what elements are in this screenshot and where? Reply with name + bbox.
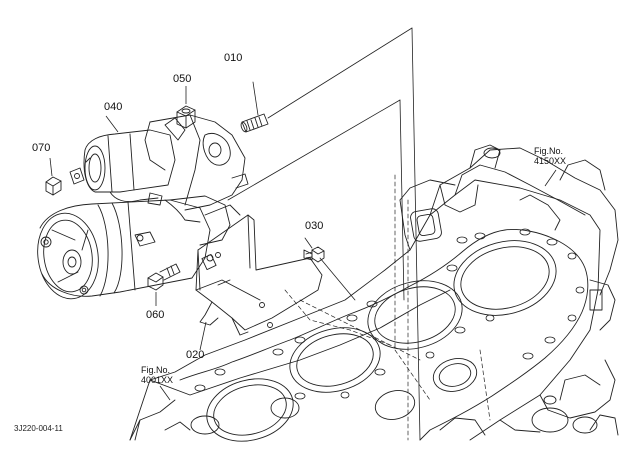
callout-060[interactable]: 060 (146, 309, 165, 321)
fig-ref-4150xx[interactable]: Fig.No. 4150XX (534, 146, 566, 166)
callout-070[interactable]: 070 (32, 142, 51, 154)
nut-050 (176, 105, 196, 129)
callout-030[interactable]: 030 (305, 220, 324, 232)
stud-bolt-010 (240, 113, 269, 133)
fig-ref-4001xx[interactable]: Fig.No. 4001XX (141, 365, 173, 385)
label-leaders (49, 86, 557, 401)
bolt-060 (147, 263, 181, 291)
engine-block (129, 144, 619, 442)
diagram-code: 3J220-004-11 (14, 424, 63, 433)
bracket-020 (195, 214, 323, 336)
starter-motor (37, 114, 249, 300)
fig-ref-4150xx-number: 4150XX (534, 156, 567, 166)
fig-ref-4001xx-prefix: Fig.No. (141, 365, 171, 375)
callout-050[interactable]: 050 (173, 73, 192, 85)
nut-070 (45, 176, 62, 196)
bolt-030 (303, 246, 325, 263)
hidden-lines (284, 174, 491, 441)
fig-ref-4001xx-number: 4001XX (141, 375, 174, 385)
callout-010[interactable]: 010 (224, 52, 243, 64)
callout-020[interactable]: 020 (186, 349, 205, 361)
fig-ref-4150xx-prefix: Fig.No. (534, 146, 564, 156)
assembly-lines (227, 27, 421, 441)
callout-040[interactable]: 040 (104, 101, 123, 113)
